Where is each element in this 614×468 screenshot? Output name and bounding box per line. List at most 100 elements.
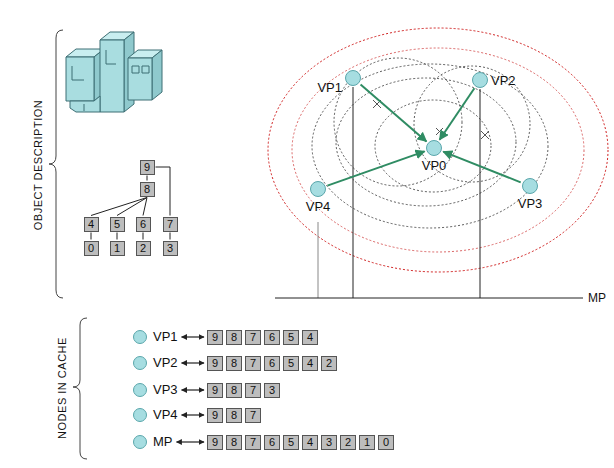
cache-arrow (177, 441, 205, 442)
viewpoint-node: VP1 (345, 70, 361, 86)
cache-node: 4 (302, 356, 318, 371)
cache-node: 2 (340, 435, 356, 450)
ellipse (375, 100, 491, 192)
cache-node: 3 (264, 383, 280, 398)
cache-viewpoint: VP3 (133, 383, 147, 397)
tree-node: 9 (140, 160, 155, 175)
node-number: 1 (364, 436, 370, 448)
building-window (72, 66, 84, 80)
viewpoint-node: VP3 (522, 178, 538, 194)
tree-link (91, 233, 92, 240)
node-number: 7 (250, 331, 256, 343)
cross-mark (481, 131, 489, 139)
node-number: 6 (140, 218, 146, 230)
viewpoint-circle-shape (311, 182, 326, 197)
tree-link (143, 198, 147, 216)
cache-node: 5 (283, 356, 299, 371)
cache-node: 7 (245, 408, 261, 423)
tree-node: 0 (84, 241, 99, 256)
cache-viewpoint: VP2 (133, 356, 147, 370)
viewpoint-circle (133, 383, 147, 397)
viewpoint-circle (133, 356, 147, 370)
cache-node: 4 (302, 330, 318, 345)
cache-arrow (182, 362, 204, 363)
building-window (142, 66, 149, 73)
viewpoint-circle-shape (134, 384, 147, 397)
node-number: 4 (307, 357, 313, 369)
tree-node: 6 (136, 217, 151, 232)
node-number: 7 (250, 436, 256, 448)
viewpoint-label: VP2 (491, 73, 516, 88)
cache-node: 3 (321, 435, 337, 450)
building-face (152, 50, 162, 100)
cross-marks (373, 100, 489, 139)
viewpoint-label: VP4 (306, 199, 331, 214)
tree-link (117, 198, 147, 216)
tree-link (147, 176, 148, 181)
node-number: 5 (288, 331, 294, 343)
projection-line (480, 89, 481, 298)
viewpoint-circle-shape (134, 436, 147, 449)
ellipse (336, 78, 516, 206)
building-face (128, 58, 152, 100)
node-number: 2 (345, 436, 351, 448)
tree-link (143, 233, 144, 240)
viewpoint-label: VP3 (153, 382, 178, 397)
cache-node: 5 (283, 435, 299, 450)
mp-line (275, 298, 583, 299)
outer-ellipse (268, 28, 608, 272)
projection-line (318, 222, 319, 298)
node-number: 3 (167, 242, 173, 254)
node-number: 8 (231, 436, 237, 448)
cache-node: 9 (207, 408, 223, 423)
node-number: 4 (88, 218, 94, 230)
viewpoint-label: VP1 (317, 80, 342, 95)
node-number: 9 (212, 357, 218, 369)
viewpoint-label: VP4 (153, 407, 178, 422)
viewpoint-node: VP4 (310, 181, 326, 197)
cache-viewpoint: VP4 (133, 408, 147, 422)
viewpoint-circle-shape (473, 73, 488, 88)
node-number: 7 (250, 409, 256, 421)
cache-arrow (182, 414, 204, 415)
ellipse (414, 66, 530, 182)
cache-node: 7 (245, 435, 261, 450)
cache-node: 8 (226, 356, 242, 371)
node-number: 5 (288, 357, 294, 369)
tree-node: 1 (110, 241, 125, 256)
cache-viewpoint: MP (133, 435, 147, 449)
node-number: 2 (326, 357, 332, 369)
node-number: 0 (383, 436, 389, 448)
tree-node: 7 (163, 217, 178, 232)
node-number: 7 (250, 357, 256, 369)
tree-node: 2 (136, 241, 151, 256)
viewpoint-circle (310, 181, 326, 197)
node-number: 4 (307, 331, 313, 343)
view-arrow (440, 88, 475, 139)
cache-node: 8 (226, 330, 242, 345)
cache-node: 9 (207, 356, 223, 371)
section-label: OBJECT DESCRIPTION (32, 100, 45, 230)
building-window (106, 50, 116, 64)
tree-node: 4 (84, 217, 99, 232)
ellipse (312, 64, 548, 228)
viewpoint-circle-shape (346, 71, 361, 86)
building-face (100, 40, 124, 112)
cache-node: 1 (359, 435, 375, 450)
viewpoint-label: VP0 (422, 158, 447, 173)
cache-node: 9 (207, 383, 223, 398)
viewpoint-label: VP3 (518, 196, 543, 211)
viewpoint-label: MP (153, 434, 173, 449)
node-number: 9 (212, 436, 218, 448)
cache-viewpoint: VP1 (133, 330, 147, 344)
node-number: 7 (250, 384, 256, 396)
cache-node: 7 (245, 356, 261, 371)
building-window (132, 66, 139, 73)
view-arrow (443, 152, 520, 183)
viewpoint-circle (345, 70, 361, 86)
node-number: 9 (212, 331, 218, 343)
node-number: 8 (231, 384, 237, 396)
